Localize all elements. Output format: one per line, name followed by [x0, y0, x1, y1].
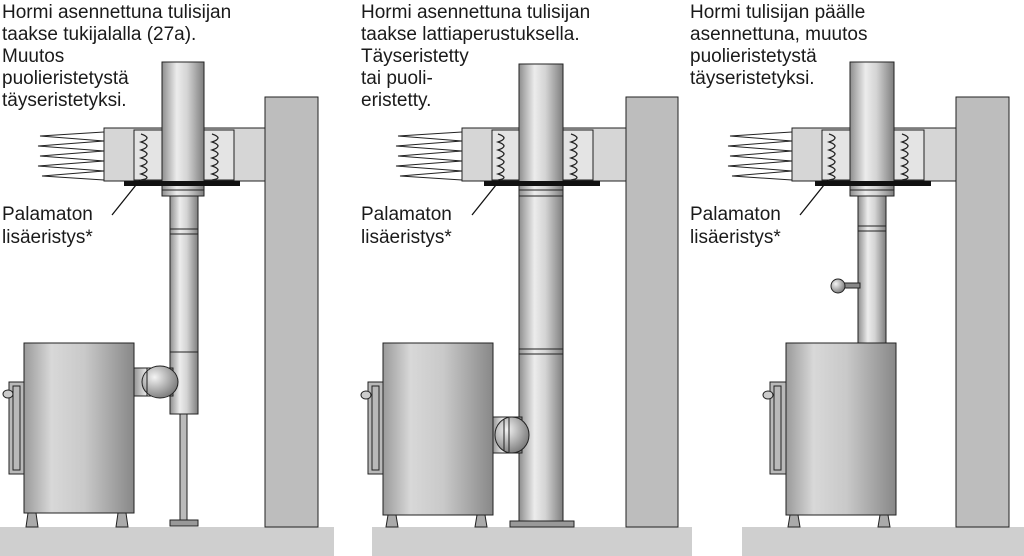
ceiling-plate: [484, 181, 600, 186]
panel-2-drawing: [360, 63, 692, 556]
stove-handle: [762, 390, 774, 400]
outer-chimney: [849, 61, 895, 197]
panel-3-caption: Hormi tulisijan päälle asennettuna, muut…: [690, 2, 868, 89]
insulation-box-right: [893, 129, 925, 181]
floor: [0, 527, 334, 556]
stove-body: [23, 342, 135, 514]
panel-1-insulation-label: Palamaton lisäeristys*: [2, 204, 93, 248]
panel-1-drawing: [0, 61, 334, 556]
floor: [742, 527, 1024, 556]
stove-handle: [360, 390, 372, 400]
ceiling-plate: [124, 181, 240, 186]
insulation-box-right: [203, 129, 235, 181]
outer-chimney: [161, 61, 205, 197]
label-pointer: [471, 179, 501, 216]
back-wall: [264, 96, 319, 528]
stove-handle: [2, 389, 14, 399]
stove-leg-left: [25, 512, 39, 528]
panel-2-insulation-label: Palamaton lisäeristys*: [361, 204, 452, 248]
insulation-left: [37, 131, 105, 181]
insulation-box-left: [133, 129, 163, 181]
stove-leg-right: [115, 512, 129, 528]
floor: [372, 527, 692, 556]
floor-base-plate: [509, 520, 575, 528]
insulation-coil-left: [138, 133, 148, 181]
support-foot: [169, 519, 199, 527]
panel-2-caption: Hormi asennettuna tulisijan taakse latti…: [361, 2, 591, 111]
ceiling-plate: [815, 181, 931, 186]
label-pointer: [111, 179, 141, 216]
support-leg: [179, 413, 188, 523]
damper-knob: [830, 278, 846, 294]
panel-3-insulation-label: Palamaton lisäeristys*: [690, 204, 781, 248]
panel-1-caption: Hormi asennettuna tulisijan taakse tukij…: [2, 2, 232, 111]
insulation-box-left: [491, 129, 520, 181]
chimney-full: [518, 63, 564, 523]
insulation-left: [727, 131, 793, 181]
stove-body: [382, 342, 494, 516]
insulation-left: [395, 131, 463, 181]
panel-3-drawing: [727, 61, 1024, 556]
insulation-coil-right: [209, 133, 219, 181]
inner-pipe: [857, 195, 887, 345]
insulation-box-left: [821, 129, 851, 181]
back-wall: [625, 96, 679, 528]
stove-body: [785, 342, 897, 516]
label-pointer: [799, 179, 829, 216]
insulation-box-right: [562, 129, 594, 181]
back-wall: [955, 96, 1010, 528]
